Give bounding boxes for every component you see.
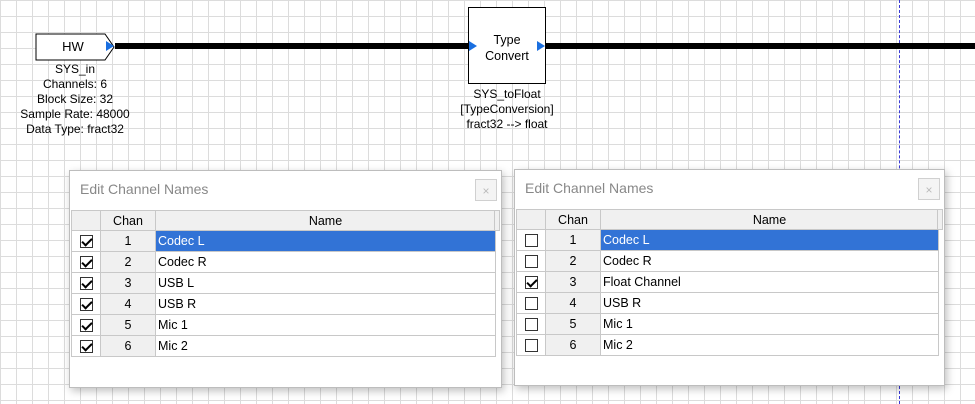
type-convert-info: SYS_toFloat [TypeConversion] fract32 -->… bbox=[432, 87, 582, 132]
close-button[interactable]: × bbox=[918, 178, 940, 200]
channel-name-cell[interactable]: USB R bbox=[155, 293, 496, 315]
row-checkbox-cell bbox=[516, 292, 546, 314]
column-header-chan[interactable]: Chan bbox=[545, 209, 601, 230]
wire-typeconvert-out[interactable] bbox=[546, 43, 975, 49]
row-checkbox-cell bbox=[516, 250, 546, 272]
hw-block-info: SYS_in Channels: 6 Block Size: 32 Sample… bbox=[0, 62, 150, 137]
type-convert-block[interactable]: Type Convert bbox=[468, 7, 546, 84]
row-checkbox-cell bbox=[71, 272, 101, 294]
close-button[interactable]: × bbox=[475, 179, 497, 201]
type-convert-mapping: fract32 --> float bbox=[466, 117, 548, 131]
chan-number: 5 bbox=[100, 314, 156, 336]
row-checkbox-cell bbox=[516, 334, 546, 356]
hw-block-name: SYS_in bbox=[54, 62, 96, 76]
row-checkbox-cell bbox=[71, 251, 101, 273]
hw-block-datatype: Data Type: fract32 bbox=[26, 122, 124, 136]
channel-name-cell[interactable]: USB R bbox=[600, 292, 939, 314]
channel-enable-checkbox[interactable] bbox=[79, 277, 93, 291]
table-scrollbar-stub bbox=[494, 210, 500, 231]
channel-enable-checkbox[interactable] bbox=[79, 235, 93, 249]
hw-block-blocksize: Block Size: 32 bbox=[36, 92, 114, 106]
chan-number: 3 bbox=[545, 271, 601, 293]
dialog-title: Edit Channel Names bbox=[80, 181, 209, 197]
channel-enable-checkbox[interactable] bbox=[524, 276, 538, 290]
row-checkbox-cell bbox=[71, 314, 101, 336]
hw-block-samplerate: Sample Rate: 48000 bbox=[20, 107, 130, 121]
channel-enable-checkbox[interactable] bbox=[79, 298, 93, 312]
type-convert-label: Type Convert bbox=[485, 33, 529, 63]
channel-name-cell[interactable]: Codec L bbox=[600, 229, 939, 251]
type-convert-output-pin[interactable] bbox=[537, 41, 545, 51]
chan-number: 6 bbox=[100, 335, 156, 357]
channel-name-cell[interactable]: Mic 1 bbox=[155, 314, 496, 336]
chan-number: 3 bbox=[100, 272, 156, 294]
channel-name-cell[interactable]: Codec R bbox=[600, 250, 939, 272]
channel-name-cell[interactable]: Mic 1 bbox=[600, 313, 939, 335]
chan-number: 2 bbox=[100, 251, 156, 273]
chan-number: 4 bbox=[100, 293, 156, 315]
column-header-check bbox=[516, 209, 546, 230]
channel-enable-checkbox[interactable] bbox=[524, 297, 538, 311]
chan-number: 4 bbox=[545, 292, 601, 314]
type-convert-input-pin[interactable] bbox=[469, 41, 477, 51]
channel-enable-checkbox[interactable] bbox=[79, 319, 93, 333]
chan-number: 1 bbox=[545, 229, 601, 251]
channel-name-cell[interactable]: Mic 2 bbox=[600, 334, 939, 356]
channel-enable-checkbox[interactable] bbox=[524, 234, 538, 248]
chan-number: 5 bbox=[545, 313, 601, 335]
hw-block-shape bbox=[35, 33, 115, 61]
dialog-title: Edit Channel Names bbox=[525, 180, 654, 196]
row-checkbox-cell bbox=[516, 271, 546, 293]
hw-block-label: HW bbox=[62, 39, 84, 54]
channel-enable-checkbox[interactable] bbox=[79, 256, 93, 270]
wire-hw-to-typeconvert[interactable] bbox=[115, 43, 469, 49]
chan-number: 1 bbox=[100, 230, 156, 252]
column-header-check bbox=[71, 210, 101, 231]
row-checkbox-cell bbox=[71, 293, 101, 315]
hw-input-block[interactable]: HW bbox=[35, 33, 115, 61]
chan-number: 2 bbox=[545, 250, 601, 272]
hw-output-pin[interactable] bbox=[106, 41, 114, 51]
channel-enable-checkbox[interactable] bbox=[524, 339, 538, 353]
row-checkbox-cell bbox=[516, 229, 546, 251]
type-convert-name: SYS_toFloat bbox=[473, 87, 541, 101]
chan-number: 6 bbox=[545, 334, 601, 356]
channel-enable-checkbox[interactable] bbox=[524, 318, 538, 332]
column-header-chan[interactable]: Chan bbox=[100, 210, 156, 231]
channel-enable-checkbox[interactable] bbox=[79, 340, 93, 354]
row-checkbox-cell bbox=[516, 313, 546, 335]
channel-name-cell[interactable]: Codec L bbox=[155, 230, 496, 252]
row-checkbox-cell bbox=[71, 335, 101, 357]
column-header-name[interactable]: Name bbox=[600, 209, 939, 230]
channel-name-cell[interactable]: Codec R bbox=[155, 251, 496, 273]
channel-name-cell[interactable]: Mic 2 bbox=[155, 335, 496, 357]
column-header-name[interactable]: Name bbox=[155, 210, 496, 231]
table-scrollbar-stub bbox=[937, 209, 943, 230]
channel-name-cell[interactable]: Float Channel bbox=[600, 271, 939, 293]
type-convert-class: [TypeConversion] bbox=[460, 102, 554, 116]
channel-name-cell[interactable]: USB L bbox=[155, 272, 496, 294]
hw-block-channels: Channels: 6 bbox=[42, 77, 108, 91]
row-checkbox-cell bbox=[71, 230, 101, 252]
channel-enable-checkbox[interactable] bbox=[524, 255, 538, 269]
